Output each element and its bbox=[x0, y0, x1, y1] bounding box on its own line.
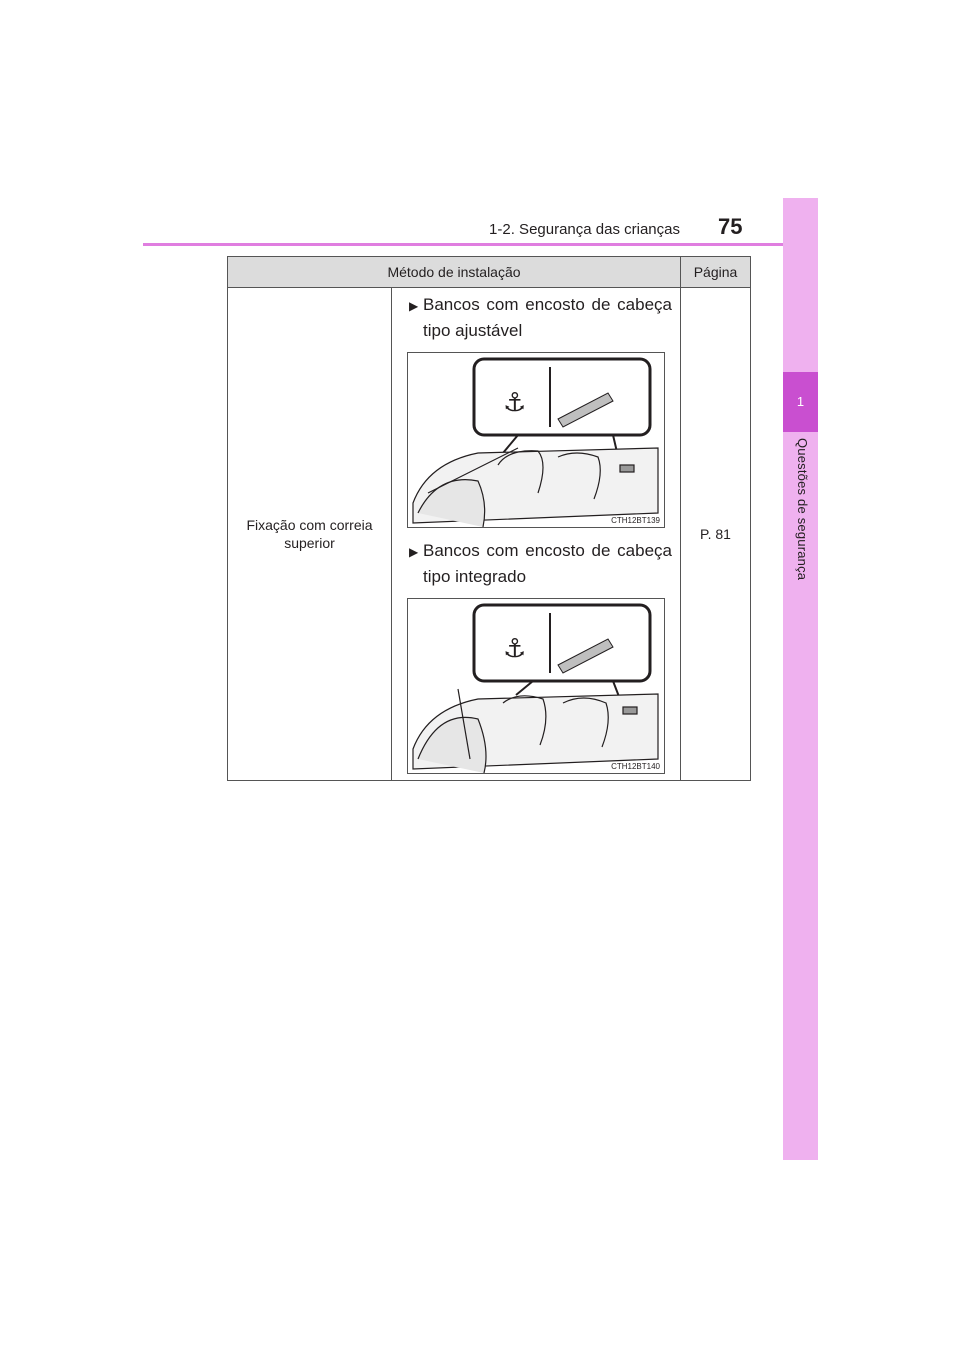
svg-text:⚓: ⚓ bbox=[503, 388, 526, 418]
chapter-tab[interactable]: 1 bbox=[783, 372, 818, 432]
tether-anchor-illustration-integrated: ⚓ CTH12BT140 bbox=[407, 598, 665, 774]
tether-anchor-illustration-adjustable: ⚓ CTH12BT139 bbox=[407, 352, 665, 528]
installation-table: Método de instalação Página Fixação com … bbox=[227, 256, 751, 781]
content-cell: ▶ Bancos com encosto de cabeça tipo ajus… bbox=[391, 287, 681, 781]
page-reference: P. 81 bbox=[680, 287, 751, 781]
rear-seat-illustration-icon: ⚓ bbox=[412, 603, 659, 773]
triangle-bullet-icon: ▶ bbox=[409, 545, 419, 559]
header-rule bbox=[143, 243, 818, 246]
bullet-text: Bancos com encosto de cabeça tipo ajustá… bbox=[423, 295, 672, 340]
column-header-method: Método de instalação bbox=[227, 256, 681, 288]
page-number: 75 bbox=[718, 214, 743, 239]
chapter-strip bbox=[783, 198, 818, 1160]
bullet-text: Bancos com encosto de cabeça tipo integr… bbox=[423, 541, 672, 586]
triangle-bullet-icon: ▶ bbox=[409, 299, 419, 313]
section-title: 1-2. Segurança das crianças bbox=[489, 221, 680, 238]
figure-code: CTH12BT140 bbox=[611, 762, 660, 771]
rear-seat-illustration-icon: ⚓ bbox=[412, 357, 659, 527]
chapter-number: 1 bbox=[796, 394, 805, 409]
svg-text:⚓: ⚓ bbox=[503, 634, 526, 664]
column-header-page: Página bbox=[680, 256, 751, 288]
figure-code: CTH12BT139 bbox=[611, 516, 660, 525]
bullet-item: ▶ Bancos com encosto de cabeça tipo inte… bbox=[409, 538, 672, 590]
method-cell: Fixação com correia superior bbox=[227, 287, 392, 781]
bullet-item: ▶ Bancos com encosto de cabeça tipo ajus… bbox=[409, 292, 672, 344]
chapter-title: Questões de segurança bbox=[795, 438, 810, 581]
